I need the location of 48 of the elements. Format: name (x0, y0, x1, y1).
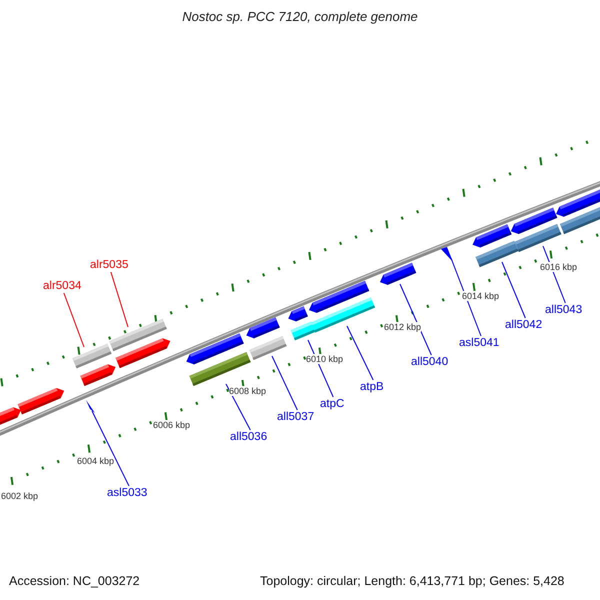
gene-block (472, 224, 512, 248)
scale-label: 6008 kbp (229, 386, 266, 396)
leader-line (450, 258, 482, 336)
leader-line (272, 356, 298, 410)
gene-bar (514, 224, 562, 252)
scale-label: 6002 kbp (1, 491, 38, 501)
gene-label: all5037 (277, 411, 314, 423)
leader-line (110, 272, 128, 328)
gene-label: alr5035 (90, 259, 128, 271)
gene-label: atpB (360, 381, 384, 393)
gene-bar (189, 352, 251, 386)
gene-bar (310, 297, 376, 333)
gene-label: all5036 (230, 431, 268, 443)
gene-block (18, 388, 64, 414)
gene-label: all5042 (505, 319, 542, 331)
gene-label: alr5034 (43, 280, 82, 292)
gene-bar (72, 344, 112, 368)
genome-summary-text: Topology: circular; Length: 6,413,771 bp; Genes: 5,428 (260, 574, 564, 588)
gene-triangle (441, 247, 453, 262)
gene-label: asl5033 (107, 487, 148, 499)
leader-line (346, 326, 374, 380)
accession-text: Accession: NC_003272 (9, 574, 140, 588)
gene-block (246, 317, 280, 338)
scale-label: 6016 kbp (540, 262, 578, 272)
scale-label: 6014 kbp (462, 291, 500, 301)
leader-line (502, 262, 526, 318)
gene-label: all5043 (545, 304, 582, 316)
gene-label: atpC (320, 398, 344, 410)
scale-label: 6012 kbp (384, 322, 422, 332)
title: Nostoc sp. PCC 7120, complete genome (181, 9, 419, 24)
gene-block (380, 262, 416, 285)
gene-block (116, 338, 170, 368)
leader-line (400, 284, 432, 356)
scale-label: 6006 kbp (153, 420, 190, 430)
gene-block (288, 306, 308, 322)
gene-block (80, 364, 116, 386)
leader-line (226, 384, 251, 430)
gene-bar (476, 240, 518, 268)
scale-label: 6004 kbp (77, 456, 114, 466)
leader-line (63, 292, 84, 348)
gene-label: asl5041 (459, 337, 500, 349)
gene-bar (249, 336, 287, 360)
gene-triangle (86, 400, 95, 413)
leader-line (92, 410, 130, 486)
gene-label: all5040 (411, 356, 448, 368)
scale-label: 6010 kbp (306, 354, 344, 364)
gene-bar (290, 322, 316, 340)
gene-block (0, 407, 21, 426)
